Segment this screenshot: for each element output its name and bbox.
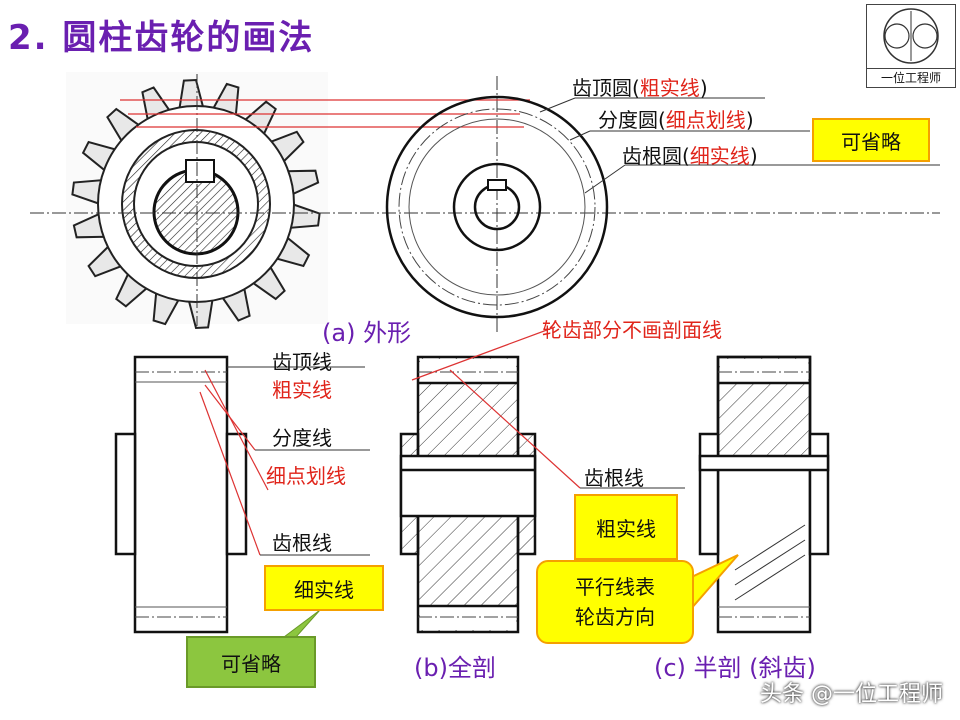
logo-seal-icon bbox=[883, 8, 939, 64]
label-pitch-line-type: 细点划线 bbox=[266, 464, 346, 488]
label-pitch-line: 分度线 bbox=[272, 426, 332, 450]
label-addendum-circle: 齿顶圆(粗实线) bbox=[572, 76, 708, 100]
helical-callout: 平行线表 轮齿方向 bbox=[536, 560, 694, 644]
label-pitch-circle: 分度圆(细点划线) bbox=[598, 108, 754, 132]
omit-note-side: 可省略 bbox=[186, 636, 316, 688]
label-no-hatch-note: 轮齿部分不画剖面线 bbox=[542, 318, 722, 342]
side-view-c bbox=[698, 355, 830, 634]
label-addendum-line: 齿顶线 bbox=[272, 350, 332, 374]
watermark: 头条 @一位工程师 bbox=[760, 682, 943, 707]
side-view-b bbox=[399, 355, 537, 634]
logo-caption: 一位工程师 bbox=[867, 68, 955, 87]
omit-note-top: 可省略 bbox=[812, 118, 930, 162]
caption-a: (a) 外形 bbox=[322, 319, 412, 347]
helical-callout-line1: 平行线表 bbox=[575, 575, 655, 599]
root-line-type-box-b: 粗实线 bbox=[574, 494, 678, 560]
root-line-type-box-a: 细实线 bbox=[264, 565, 384, 611]
label-root-circle: 齿根圆(细实线) bbox=[622, 144, 758, 168]
helical-callout-line2: 轮齿方向 bbox=[575, 605, 655, 629]
caption-b: (b)全剖 bbox=[414, 654, 496, 682]
label-addendum-line-type: 粗实线 bbox=[272, 378, 332, 402]
page-title: 2. 圆柱齿轮的画法 bbox=[8, 18, 315, 58]
side-view-a bbox=[114, 355, 248, 634]
caption-c: (c) 半剖 (斜齿) bbox=[654, 654, 816, 682]
label-root-line-b: 齿根线 bbox=[584, 466, 644, 490]
label-root-line: 齿根线 bbox=[272, 531, 332, 555]
author-logo: 一位工程师 bbox=[866, 4, 956, 88]
